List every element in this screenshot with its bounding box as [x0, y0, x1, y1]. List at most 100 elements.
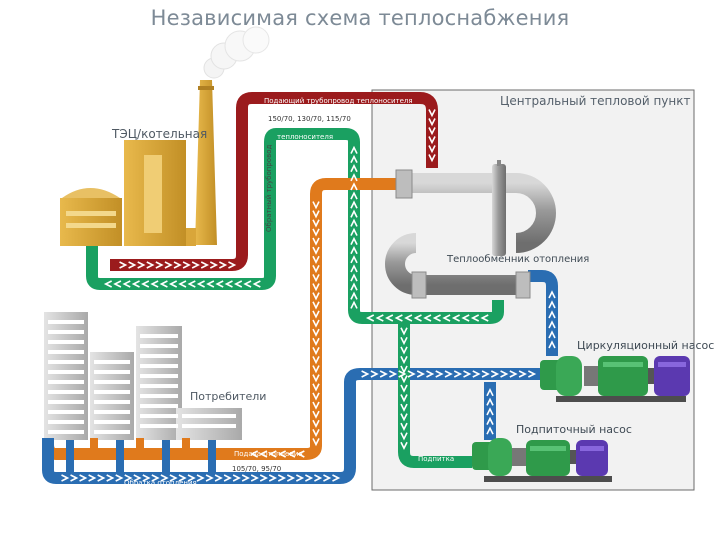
window	[182, 414, 236, 418]
plant-return-flow	[350, 236, 358, 246]
window	[140, 414, 178, 418]
makeup-flow	[486, 407, 494, 416]
makeup-flow	[400, 384, 408, 393]
makeup-flow	[400, 336, 408, 346]
heating-supply-flow	[312, 201, 320, 210]
plant-return-flow	[350, 145, 358, 154]
plant-return-flow	[350, 182, 358, 191]
plant-return-flow	[243, 280, 252, 288]
heating-return-flow	[268, 474, 278, 482]
heating-supply-flow	[277, 450, 287, 458]
plant-return-flow	[159, 280, 168, 288]
window	[140, 404, 178, 408]
supply-pipe	[110, 92, 438, 271]
window	[48, 380, 84, 384]
plant-return-flow	[103, 280, 113, 288]
plant-return-flow	[350, 300, 358, 309]
return-main-label-b: теплоносителя	[277, 133, 333, 141]
heating-supply-flow	[249, 450, 259, 458]
heating-return-flow	[472, 370, 481, 378]
window	[94, 390, 130, 394]
heating-supply-flow	[312, 410, 320, 419]
heating-return-flow	[187, 474, 196, 482]
plant-return-flow	[350, 227, 358, 236]
heating-return-flow	[528, 370, 537, 378]
heating-supply-flow	[259, 450, 268, 458]
plant-building: ТЭЦ/котельная	[60, 80, 217, 246]
plant-return-flow	[350, 273, 358, 282]
heating-return-pipe	[42, 368, 540, 484]
heating-return-flow	[106, 474, 115, 482]
heating-supply-flow	[312, 264, 320, 274]
heating-return-flow	[205, 474, 214, 482]
supply-flow	[428, 109, 436, 118]
heating-return-flow	[214, 474, 223, 482]
window	[94, 410, 130, 414]
heating-supply-temps-label: 105/70, 95/70	[232, 465, 281, 473]
heating-supply-flow	[312, 210, 320, 219]
makeup-label: Подпитка	[418, 455, 454, 463]
circulation-pump-label: Циркуляционный насос	[577, 339, 714, 352]
makeup-flow	[400, 365, 408, 374]
heating-return-flow	[79, 474, 88, 482]
supply-flow	[428, 145, 436, 154]
window	[48, 410, 84, 414]
heating-return-flow	[124, 474, 133, 482]
heating-return-flow	[133, 474, 142, 482]
plant-return-flow	[375, 314, 384, 322]
makeup-flow	[400, 346, 408, 355]
plant-return-flow	[141, 280, 150, 288]
consumer-buildings: Потребители	[44, 312, 266, 440]
flow-arrows	[61, 109, 556, 482]
heating-return-flow	[548, 300, 556, 309]
heating-supply-flow	[312, 237, 320, 246]
return-main-label-a: Обратный трубопровод	[265, 145, 273, 232]
makeup-flow	[400, 441, 408, 451]
supply-flow	[428, 136, 436, 145]
heating-return-flow	[232, 474, 241, 482]
heating-supply-flow	[312, 374, 320, 383]
plant-return-flow	[365, 314, 375, 322]
heating-return-flow	[453, 370, 463, 378]
window	[140, 364, 178, 368]
plant-return-flow	[394, 314, 403, 322]
plant-return-flow	[215, 280, 224, 288]
makeup-flow	[486, 426, 494, 435]
window	[48, 320, 84, 324]
plant-return-flow	[350, 282, 358, 291]
heating-return-flow	[169, 474, 178, 482]
plant-return-flow	[413, 314, 422, 322]
window	[48, 330, 84, 334]
window	[48, 400, 84, 404]
supply-flow	[164, 261, 173, 269]
supply-flow	[228, 261, 237, 269]
heating-return-flow	[88, 474, 97, 482]
supply-flow	[428, 127, 436, 136]
heating-supply-flow	[296, 450, 305, 458]
heating-supply-flow	[312, 346, 320, 356]
makeup-pump: Подпиточный насос	[472, 423, 632, 482]
heating-supply-flow	[312, 310, 320, 319]
plant-return-flow	[350, 200, 358, 209]
heating-return-flow	[61, 474, 70, 482]
supply-flow	[119, 261, 128, 269]
window	[48, 420, 84, 424]
window	[48, 430, 84, 434]
plant-return-flow	[350, 245, 358, 255]
heating-return-flow	[407, 370, 416, 378]
heating-return-flow	[196, 474, 205, 482]
window	[140, 334, 178, 338]
makeup-pipe	[398, 318, 472, 468]
supply-flow	[155, 261, 164, 269]
window	[48, 370, 84, 374]
plant-return-flow	[224, 280, 233, 288]
plant-return-flow	[150, 280, 159, 288]
supply-temps-label: 150/70, 130/70, 115/70	[268, 115, 351, 123]
makeup-flow	[400, 327, 408, 336]
supply-flow	[173, 261, 182, 269]
plant-return-flow	[404, 314, 413, 322]
plant-return-flow	[178, 280, 187, 288]
heating-return-flow	[151, 474, 160, 482]
heating-return-flow	[548, 340, 556, 349]
plant-return-flow	[432, 314, 441, 322]
